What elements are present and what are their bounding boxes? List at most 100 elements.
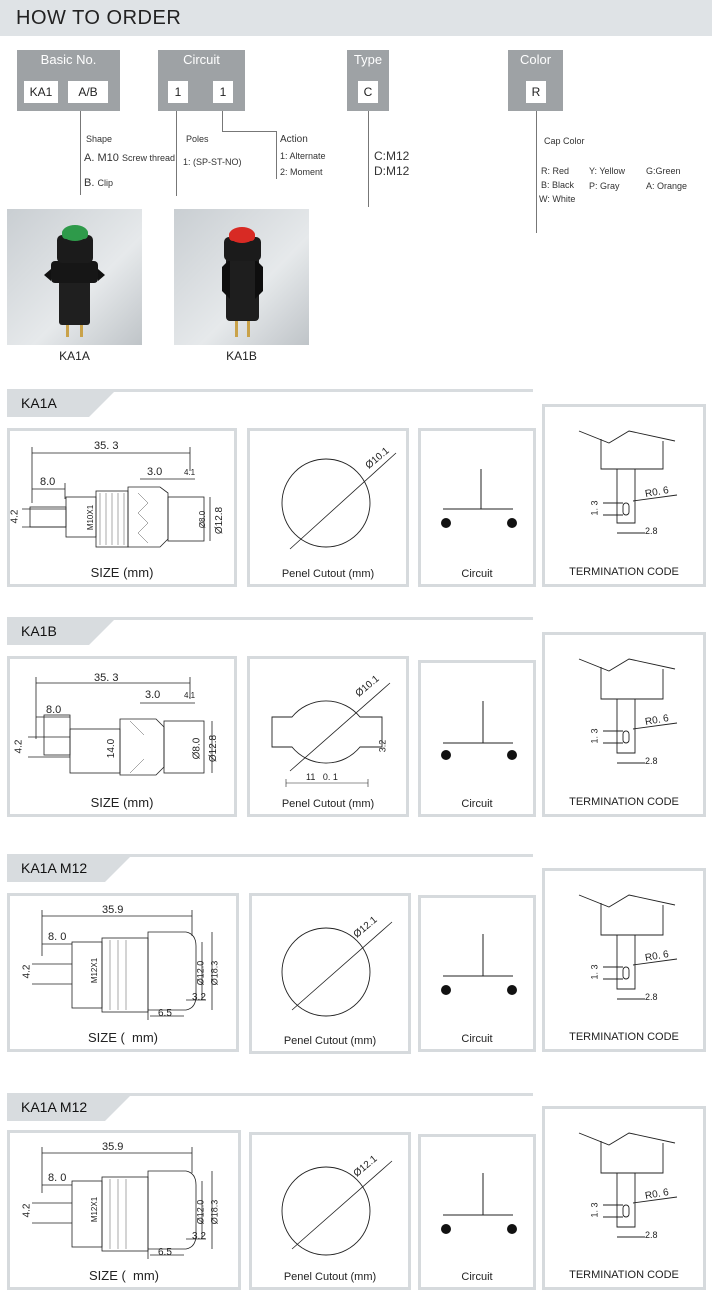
- dim-left: 8.0: [40, 476, 56, 488]
- circuit-caption-ka1a: Circuit: [461, 568, 493, 580]
- cap-color-col2: Y: Yellow P: Gray: [589, 164, 625, 194]
- section-ka1a-m12-2: KA1A M12: [7, 1093, 533, 1121]
- action-option-1: 1: Alternate: [280, 151, 326, 161]
- term-caption-ka1b: TERMINATION CODE: [569, 796, 679, 808]
- section-ka1a-m12-1: KA1A M12: [7, 854, 533, 882]
- dim-left-m12-1: 8. 0: [48, 931, 67, 943]
- cutout-width-ka1b: 11 0. 1: [306, 772, 338, 782]
- circuit-panel-m12-2: Circuit: [418, 1134, 536, 1290]
- term-h-m12-2: 1. 3: [589, 1202, 600, 1218]
- type-leader: [368, 111, 369, 207]
- action-title: Action: [280, 134, 308, 145]
- term-w-m12-2: 2.8: [645, 1230, 658, 1240]
- shape-option-a: A. M10 Screw thread: [84, 152, 175, 164]
- dim-left-m12-2: 8. 0: [48, 1172, 67, 1184]
- cap-color-title: Cap Color: [544, 136, 585, 146]
- poles-leader: [176, 111, 177, 196]
- cutout-flat-ka1b: 3.2: [377, 739, 388, 753]
- cap-color-white: W: White: [539, 194, 576, 204]
- section-ka1a-m12-1-title: KA1A M12: [21, 860, 88, 876]
- dim-dia2: Ø12.8: [214, 506, 226, 535]
- term-h-ka1b: 1. 3: [589, 728, 600, 744]
- switch-ka1b-image: [222, 227, 263, 337]
- size-panel-m12-2: 35.9 8. 0 3.2 6.5 4.2 M12X1 Ø12.0 Ø18.3 …: [7, 1130, 241, 1290]
- section-ka1a: KA1A: [7, 389, 533, 417]
- basic-no-label: Basic No.: [40, 52, 97, 67]
- size-caption-m12-1: SIZE ( mm): [87, 1030, 159, 1045]
- dim-d2-m12-2: 6.5: [158, 1247, 172, 1258]
- termination-panel-m12-1: R0. 6 1. 3 2.8 TERMINATION CODE: [542, 868, 706, 1052]
- switch-ka1a-image: [44, 225, 105, 337]
- type-box: Type C: [347, 50, 389, 111]
- cap-color-yellow: Y: Yellow: [589, 166, 626, 176]
- dim-thread-m12-1: M12X1: [90, 957, 100, 984]
- section-ka1b: KA1B: [7, 617, 533, 645]
- size-caption-ka1a: SIZE (mm): [90, 565, 154, 580]
- dim-pin-m12-2: 4.2: [21, 1203, 33, 1218]
- poles-value: 1: (SP-ST-NO): [183, 157, 242, 167]
- term-caption-m12-2: TERMINATION CODE: [569, 1269, 679, 1281]
- color-cell: R: [526, 81, 546, 103]
- color-label: Color: [519, 52, 552, 67]
- type-cell: C: [358, 81, 378, 103]
- cutout-caption-m12-2: Penel Cutout (mm): [283, 1271, 377, 1283]
- dim-thread: M10X1: [86, 504, 96, 531]
- cap-color-black: B: Black: [541, 180, 575, 190]
- dim-d2: 4.1: [184, 468, 196, 477]
- size-caption-ka1b: SIZE (mm): [90, 795, 154, 810]
- cutout-caption-ka1a: Penel Cutout (mm): [281, 568, 375, 580]
- type-label: Type: [353, 52, 383, 67]
- circuit-caption-m12-1: Circuit: [461, 1033, 493, 1045]
- dim-overall-b: 35. 3: [94, 672, 119, 684]
- shape-a-value: M10: [97, 152, 119, 164]
- circuit-panel-ka1a: Circuit: [418, 428, 536, 587]
- dim-d2-b: 4.1: [184, 691, 196, 700]
- dim-dia1-m12-2: Ø12.0: [195, 1199, 206, 1225]
- dim-d1: 3.0: [147, 466, 163, 478]
- poles-title: Poles: [186, 134, 209, 144]
- dim-overall-m12-2: 35.9: [102, 1141, 124, 1153]
- dim-dia2-m12-2: Ø18.3: [209, 1199, 220, 1225]
- action-leader-v2: [276, 131, 277, 179]
- term-caption-ka1a: TERMINATION CODE: [569, 566, 679, 578]
- dim-left-b: 8.0: [46, 704, 62, 716]
- circuit-caption-ka1b: Circuit: [461, 798, 493, 810]
- section-ka1b-title: KA1B: [21, 623, 57, 639]
- cutout-caption-m12-1: Penel Cutout (mm): [283, 1035, 377, 1047]
- photo-ka1b: [174, 209, 309, 345]
- basic-no-cell-2: A/B: [68, 81, 108, 103]
- cap-color-red: R: Red: [541, 166, 570, 176]
- dim-thread-m12-2: M12X1: [90, 1196, 100, 1223]
- cap-color-col1: R: Red B: Black W: White: [539, 164, 576, 206]
- term-w-ka1a: 2.8: [645, 526, 658, 536]
- shape-a-desc: Screw thread: [121, 153, 175, 163]
- cutout-panel-m12-1: Ø12.1 Penel Cutout (mm): [249, 893, 411, 1054]
- dim-pin-b: 4.2: [13, 739, 25, 754]
- dim-dia1-b: Ø8.0: [191, 737, 203, 760]
- cutout-panel-ka1a: Ø10.1 Penel Cutout (mm): [247, 428, 409, 587]
- shape-a-letter: A.: [84, 152, 95, 164]
- size-caption-m12-2: SIZE ( mm): [88, 1268, 160, 1283]
- term-h-ka1a: 1. 3: [589, 500, 600, 516]
- color-leader: [536, 111, 537, 233]
- term-h-m12-1: 1. 3: [589, 964, 600, 980]
- cutout-panel-m12-2: Ø12.1 Penel Cutout (mm): [249, 1132, 411, 1290]
- shape-option-b: B. Clip: [84, 177, 113, 189]
- dim-overall: 35. 3: [94, 440, 119, 452]
- circuit-panel-m12-1: Circuit: [418, 895, 536, 1052]
- term-w-m12-1: 2.8: [645, 992, 658, 1002]
- shape-leader: [80, 111, 81, 195]
- termination-panel-ka1a: R0. 6 1. 3 2.8 TERMINATION CODE: [542, 404, 706, 587]
- header-bar: [0, 0, 712, 36]
- termination-panel-m12-2: R0. 6 1. 3 2.8 TERMINATION CODE: [542, 1106, 706, 1290]
- action-option-2: 2: Moment: [280, 167, 323, 177]
- shape-b-letter: B.: [84, 177, 95, 189]
- dim-pin-m12-1: 4.2: [21, 964, 33, 979]
- cap-color-gray: P: Gray: [589, 181, 620, 191]
- dim-d1-b: 3.0: [145, 689, 161, 701]
- term-w-ka1b: 2.8: [645, 756, 658, 766]
- section-ka1a-m12-2-title: KA1A M12: [21, 1099, 88, 1115]
- dim-dia2-b: Ø12.8: [208, 734, 220, 763]
- action-leader-h: [222, 131, 276, 132]
- size-panel-ka1a: 35. 3 8.0 3.0 4.1 4.2 M10X1 Ø8.0 Ø12.8 S…: [7, 428, 237, 587]
